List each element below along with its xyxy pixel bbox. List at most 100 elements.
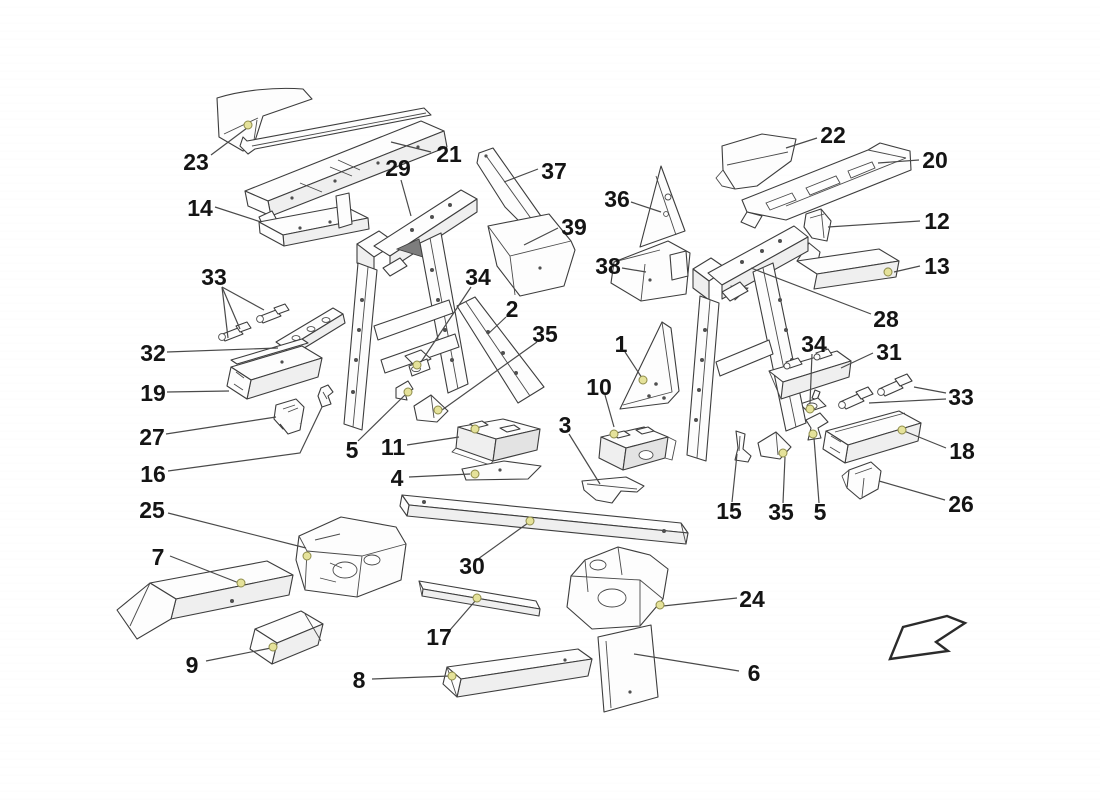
part-39-panel[interactable] xyxy=(487,213,576,297)
part-35-left-wedge[interactable] xyxy=(413,394,449,423)
part-14-bracket-rail[interactable] xyxy=(258,192,370,247)
leader-line-13 xyxy=(893,265,921,273)
part-2-triangular-brace[interactable] xyxy=(456,296,545,404)
leader-line-34 xyxy=(420,286,472,363)
part-27-bracket[interactable] xyxy=(273,398,305,435)
part-25-housing[interactable] xyxy=(295,516,407,598)
callout-3[interactable]: 3 xyxy=(559,412,572,438)
leader-line-9 xyxy=(205,647,272,662)
callout-1[interactable]: 1 xyxy=(615,331,628,357)
highlight-dot xyxy=(525,516,535,526)
callout-23[interactable]: 23 xyxy=(183,149,209,175)
callout-2[interactable]: 2 xyxy=(506,296,519,322)
callout-32[interactable]: 32 xyxy=(140,340,166,366)
leader-line-18 xyxy=(903,430,947,449)
leader-line-31 xyxy=(840,352,874,369)
callout-39[interactable]: 39 xyxy=(561,214,587,240)
part-26-bracket[interactable] xyxy=(841,461,882,500)
callout-27[interactable]: 27 xyxy=(139,424,165,450)
callout-19[interactable]: 19 xyxy=(140,380,166,406)
part-8-beam[interactable] xyxy=(442,648,593,698)
callout-18[interactable]: 18 xyxy=(949,438,975,464)
callout-17[interactable]: 17 xyxy=(426,624,452,650)
callout-22[interactable]: 22 xyxy=(820,122,846,148)
leader-line-35 xyxy=(782,456,786,504)
part-7-long-beam[interactable] xyxy=(116,560,294,640)
leader-line-11 xyxy=(406,436,460,446)
callout-9[interactable]: 9 xyxy=(186,652,199,678)
callout-33[interactable]: 33 xyxy=(201,264,227,290)
callout-34[interactable]: 34 xyxy=(465,264,491,290)
leader-line-1 xyxy=(624,351,643,379)
part-18-channel-beam[interactable] xyxy=(822,410,922,464)
callout-12[interactable]: 12 xyxy=(924,208,950,234)
highlight-dot xyxy=(638,375,648,385)
callout-28[interactable]: 28 xyxy=(873,306,899,332)
part-33-left-bolts[interactable] xyxy=(218,303,290,342)
callout-6[interactable]: 6 xyxy=(748,660,761,686)
highlight-dot xyxy=(808,429,818,439)
callout-26[interactable]: 26 xyxy=(948,491,974,517)
part-30-cross-beam[interactable] xyxy=(399,494,689,545)
leader-line-14 xyxy=(214,206,262,223)
part-3-gusset-plate[interactable] xyxy=(581,476,645,504)
part-4-flat-bracket[interactable] xyxy=(461,460,542,481)
leader-line-29 xyxy=(400,179,412,217)
callout-21[interactable]: 21 xyxy=(436,141,462,167)
callout-5[interactable]: 5 xyxy=(346,437,359,463)
callout-29[interactable]: 29 xyxy=(385,155,411,181)
callout-10[interactable]: 10 xyxy=(586,374,612,400)
part-28-a-frame[interactable] xyxy=(686,225,809,462)
part-38-bracket[interactable] xyxy=(610,240,691,302)
part-24-housing[interactable] xyxy=(566,546,669,630)
part-33-right-bolts[interactable] xyxy=(838,373,913,410)
callout-8[interactable]: 8 xyxy=(353,667,366,693)
part-11-box-bracket[interactable] xyxy=(451,418,541,466)
highlight-dot xyxy=(609,429,619,439)
direction-arrow-icon xyxy=(888,614,968,661)
callout-38[interactable]: 38 xyxy=(595,253,621,279)
highlight-dot xyxy=(472,593,482,603)
callout-33[interactable]: 33 xyxy=(948,384,974,410)
leader-line-5 xyxy=(357,392,408,442)
callout-35[interactable]: 35 xyxy=(768,499,794,525)
callout-36[interactable]: 36 xyxy=(604,186,630,212)
part-31-rail-with-bolts[interactable] xyxy=(768,348,852,400)
part-1-triangular-panel[interactable] xyxy=(619,321,680,410)
callout-4[interactable]: 4 xyxy=(391,465,404,491)
part-6-panel[interactable] xyxy=(597,624,659,713)
callout-7[interactable]: 7 xyxy=(152,544,165,570)
callout-13[interactable]: 13 xyxy=(924,253,950,279)
highlight-dot xyxy=(403,387,413,397)
callout-5[interactable]: 5 xyxy=(814,499,827,525)
part-9-short-beam[interactable] xyxy=(249,610,324,665)
part-13-bracket-rail[interactable] xyxy=(796,242,900,290)
leader-line-35 xyxy=(441,341,538,411)
callout-34[interactable]: 34 xyxy=(801,331,827,357)
part-22-quarter-panel[interactable] xyxy=(715,133,797,190)
part-12-bracket[interactable] xyxy=(803,208,832,242)
callout-11[interactable]: 11 xyxy=(381,434,406,460)
part-19-channel-beam[interactable] xyxy=(226,338,323,400)
part-29-a-frame[interactable] xyxy=(343,189,478,431)
part-15-bracket[interactable] xyxy=(734,430,752,463)
leader-line-15 xyxy=(731,453,738,503)
callout-35[interactable]: 35 xyxy=(532,321,558,347)
callout-37[interactable]: 37 xyxy=(541,158,567,184)
leader-line-33 xyxy=(868,398,947,404)
callout-15[interactable]: 15 xyxy=(716,498,742,524)
part-16-hook-bracket[interactable] xyxy=(317,384,334,408)
part-36-triangle-bracket[interactable] xyxy=(639,165,686,248)
callout-20[interactable]: 20 xyxy=(922,147,948,173)
callout-14[interactable]: 14 xyxy=(187,195,213,221)
callout-31[interactable]: 31 xyxy=(876,339,902,365)
callout-24[interactable]: 24 xyxy=(739,586,765,612)
callout-30[interactable]: 30 xyxy=(459,553,485,579)
leader-line-26 xyxy=(878,480,946,501)
callout-25[interactable]: 25 xyxy=(139,497,165,523)
leader-line-22 xyxy=(785,137,818,149)
part-20-sill-rail[interactable] xyxy=(740,142,912,229)
callout-16[interactable]: 16 xyxy=(140,461,166,487)
highlight-dot xyxy=(302,551,312,561)
